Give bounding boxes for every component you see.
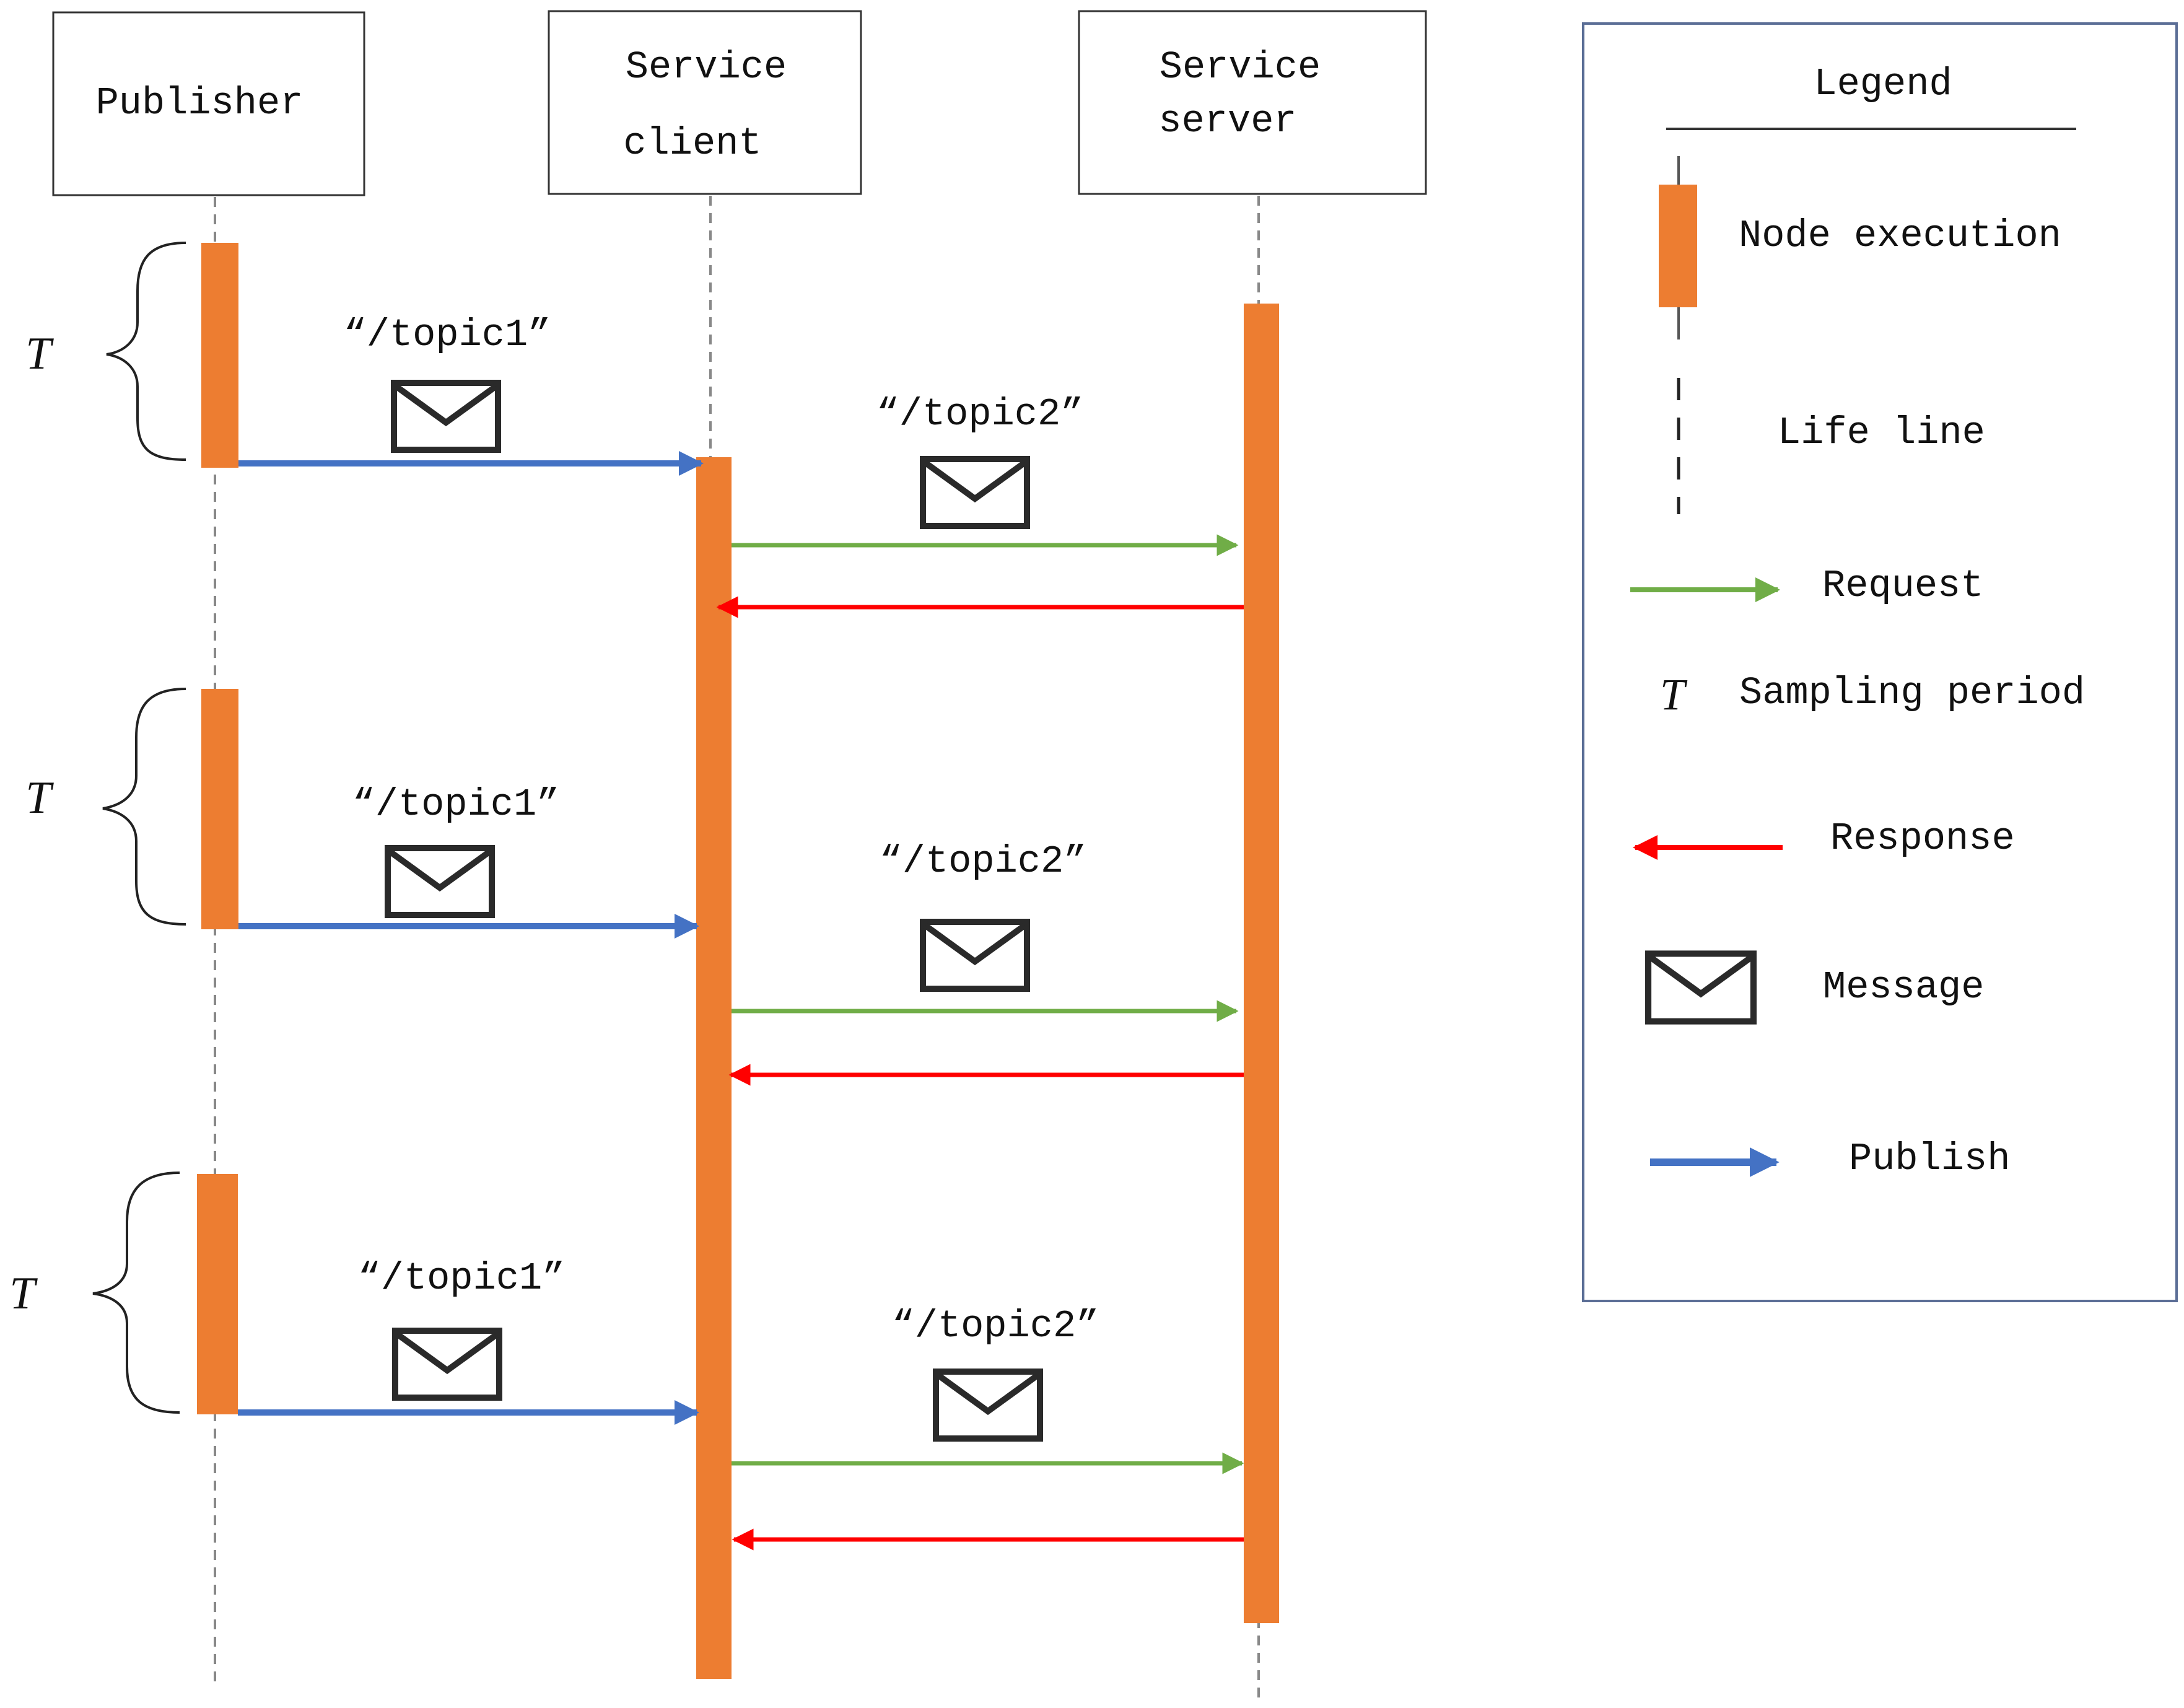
participant-publisher: Publisher bbox=[52, 11, 365, 196]
sampling-period-3: T bbox=[9, 1172, 180, 1414]
legend-response: Response bbox=[1633, 817, 2015, 861]
legend: Legend Node execution Life line Request … bbox=[1582, 22, 2178, 1302]
publish-message-1: “/topic1” bbox=[238, 313, 704, 476]
envelope-icon bbox=[394, 383, 498, 450]
topic1-label: “/topic1” bbox=[358, 1256, 566, 1300]
legend-sampling-period-label: Sampling period bbox=[1739, 671, 2085, 715]
envelope-icon bbox=[936, 1372, 1040, 1439]
topic2-label: “/topic2” bbox=[876, 392, 1084, 436]
legend-message-label: Message bbox=[1823, 965, 1984, 1009]
legend-node-execution-label: Node execution bbox=[1739, 214, 2061, 258]
service-call-3: “/topic2” bbox=[732, 1304, 1244, 1551]
topic1-label: “/topic1” bbox=[344, 313, 551, 357]
legend-life-line: Life line bbox=[1677, 378, 1985, 514]
legend-title: Legend bbox=[1814, 62, 1952, 106]
curly-brace-icon bbox=[102, 688, 186, 926]
publish-message-3: “/topic1” bbox=[238, 1256, 699, 1425]
legend-publish: Publish bbox=[1650, 1137, 2010, 1181]
service-client-label-line1: Service bbox=[626, 45, 787, 89]
topic1-label: “/topic1” bbox=[352, 782, 560, 826]
period-symbol: T bbox=[9, 1268, 38, 1319]
legend-request-label: Request bbox=[1822, 564, 1983, 608]
envelope-icon bbox=[388, 848, 492, 915]
legend-sampling-symbol: T bbox=[1660, 670, 1688, 719]
topic2-label: “/topic2” bbox=[880, 839, 1087, 883]
envelope-icon bbox=[923, 459, 1027, 526]
service-server-label-line1: Service bbox=[1160, 45, 1321, 89]
publish-message-2: “/topic1” bbox=[238, 782, 699, 939]
service-call-2: “/topic2” bbox=[728, 839, 1244, 1086]
curly-brace-icon bbox=[92, 1172, 180, 1414]
envelope-icon bbox=[1648, 953, 1754, 1021]
envelope-icon bbox=[395, 1331, 499, 1398]
envelope-icon bbox=[923, 922, 1027, 989]
legend-publish-label: Publish bbox=[1849, 1137, 2010, 1181]
period-symbol: T bbox=[25, 773, 54, 823]
legend-life-line-label: Life line bbox=[1778, 411, 1985, 455]
participant-service-client: Service client bbox=[548, 10, 862, 195]
publisher-execution-bar-2 bbox=[201, 689, 238, 929]
legend-request: Request bbox=[1630, 564, 1983, 608]
legend-message: Message bbox=[1648, 953, 1984, 1021]
legend-sampling-period: T Sampling period bbox=[1660, 670, 2085, 719]
service-client-label-line2: client bbox=[623, 121, 761, 165]
service-call-1: “/topic2” bbox=[716, 392, 1244, 618]
service-client-execution-bar bbox=[696, 457, 732, 1679]
publisher-execution-bar-1 bbox=[201, 243, 238, 468]
service-server-execution-bar bbox=[1244, 304, 1279, 1623]
participant-service-server: Service server bbox=[1078, 10, 1427, 195]
legend-node-execution: Node execution bbox=[1659, 156, 2061, 339]
publisher-execution-bar-3 bbox=[197, 1174, 238, 1414]
node-execution-swatch bbox=[1659, 185, 1697, 307]
topic2-label: “/topic2” bbox=[892, 1304, 1099, 1348]
legend-response-label: Response bbox=[1830, 817, 2015, 861]
sampling-period-2: T bbox=[25, 688, 186, 926]
publisher-label: Publisher bbox=[96, 81, 304, 125]
period-symbol: T bbox=[25, 328, 54, 379]
curly-brace-icon bbox=[106, 242, 186, 461]
service-server-label-line2: server bbox=[1158, 99, 1296, 143]
sampling-period-1: T bbox=[25, 242, 186, 461]
